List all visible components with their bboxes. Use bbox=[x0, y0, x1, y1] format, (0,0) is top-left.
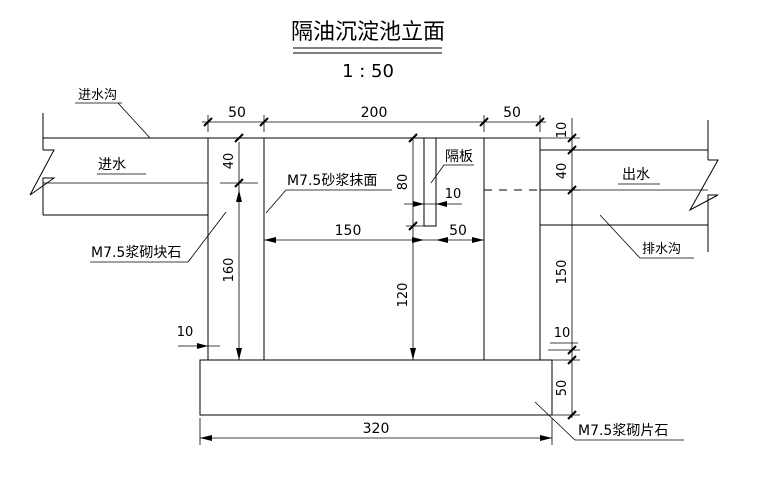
dim-base-width: 320 bbox=[363, 421, 390, 437]
label-outlet: 出水 bbox=[622, 167, 650, 183]
dim-left-bottom: 10 bbox=[177, 325, 194, 340]
top-dimension-chain bbox=[202, 115, 546, 132]
label-mortar-plaster: M7.5砂浆抹面 bbox=[287, 173, 377, 189]
dim-right-body: 150 bbox=[555, 260, 570, 285]
dim-partition-gap: 120 bbox=[396, 283, 411, 308]
callout-outlet-channel bbox=[599, 214, 694, 259]
dim-right-top: 10 bbox=[555, 122, 570, 139]
dim-inner-right: 50 bbox=[449, 223, 467, 239]
inner-dimension-lines bbox=[264, 133, 484, 360]
dim-top-left-wall: 50 bbox=[228, 105, 246, 121]
dim-left-inlet: 40 bbox=[222, 153, 237, 170]
label-partition: 隔板 bbox=[445, 149, 473, 165]
base-slab bbox=[199, 359, 553, 416]
dim-top-right-wall: 50 bbox=[503, 105, 521, 121]
right-dimension-chain bbox=[540, 118, 580, 420]
dim-right-outlet: 40 bbox=[555, 163, 570, 180]
callout-partition bbox=[430, 164, 474, 184]
callout-mortar bbox=[265, 189, 392, 214]
callout-inlet-channel bbox=[75, 102, 151, 139]
dim-right-bottom: 10 bbox=[554, 326, 571, 341]
dim-left-wall-height: 160 bbox=[222, 258, 237, 283]
label-inlet: 进水 bbox=[98, 157, 126, 173]
drawing-scale: 1 : 50 bbox=[342, 61, 394, 82]
dim-top-inner: 200 bbox=[361, 105, 388, 121]
callout-masonry-block bbox=[90, 211, 227, 263]
label-outlet-channel: 排水沟 bbox=[642, 242, 681, 257]
label-masonry-block: M7.5浆砌块石 bbox=[91, 245, 181, 261]
dim-partition-thickness: 10 bbox=[445, 187, 462, 202]
tank-body bbox=[207, 137, 541, 361]
left-dimension-lines bbox=[178, 133, 258, 360]
inlet-channel bbox=[29, 113, 208, 216]
drawing-title: 隔油沉淀池立面 bbox=[291, 20, 445, 45]
callout-masonry-slab bbox=[534, 401, 684, 441]
label-inlet-channel: 进水沟 bbox=[78, 88, 117, 103]
label-masonry-slab: M7.5浆砌片石 bbox=[578, 423, 668, 439]
outlet-channel bbox=[540, 120, 719, 252]
bottom-dimension-line bbox=[199, 418, 553, 445]
dim-partition-height: 80 bbox=[396, 174, 411, 191]
dim-inner-left: 150 bbox=[335, 223, 362, 239]
dim-right-base: 50 bbox=[555, 380, 570, 397]
